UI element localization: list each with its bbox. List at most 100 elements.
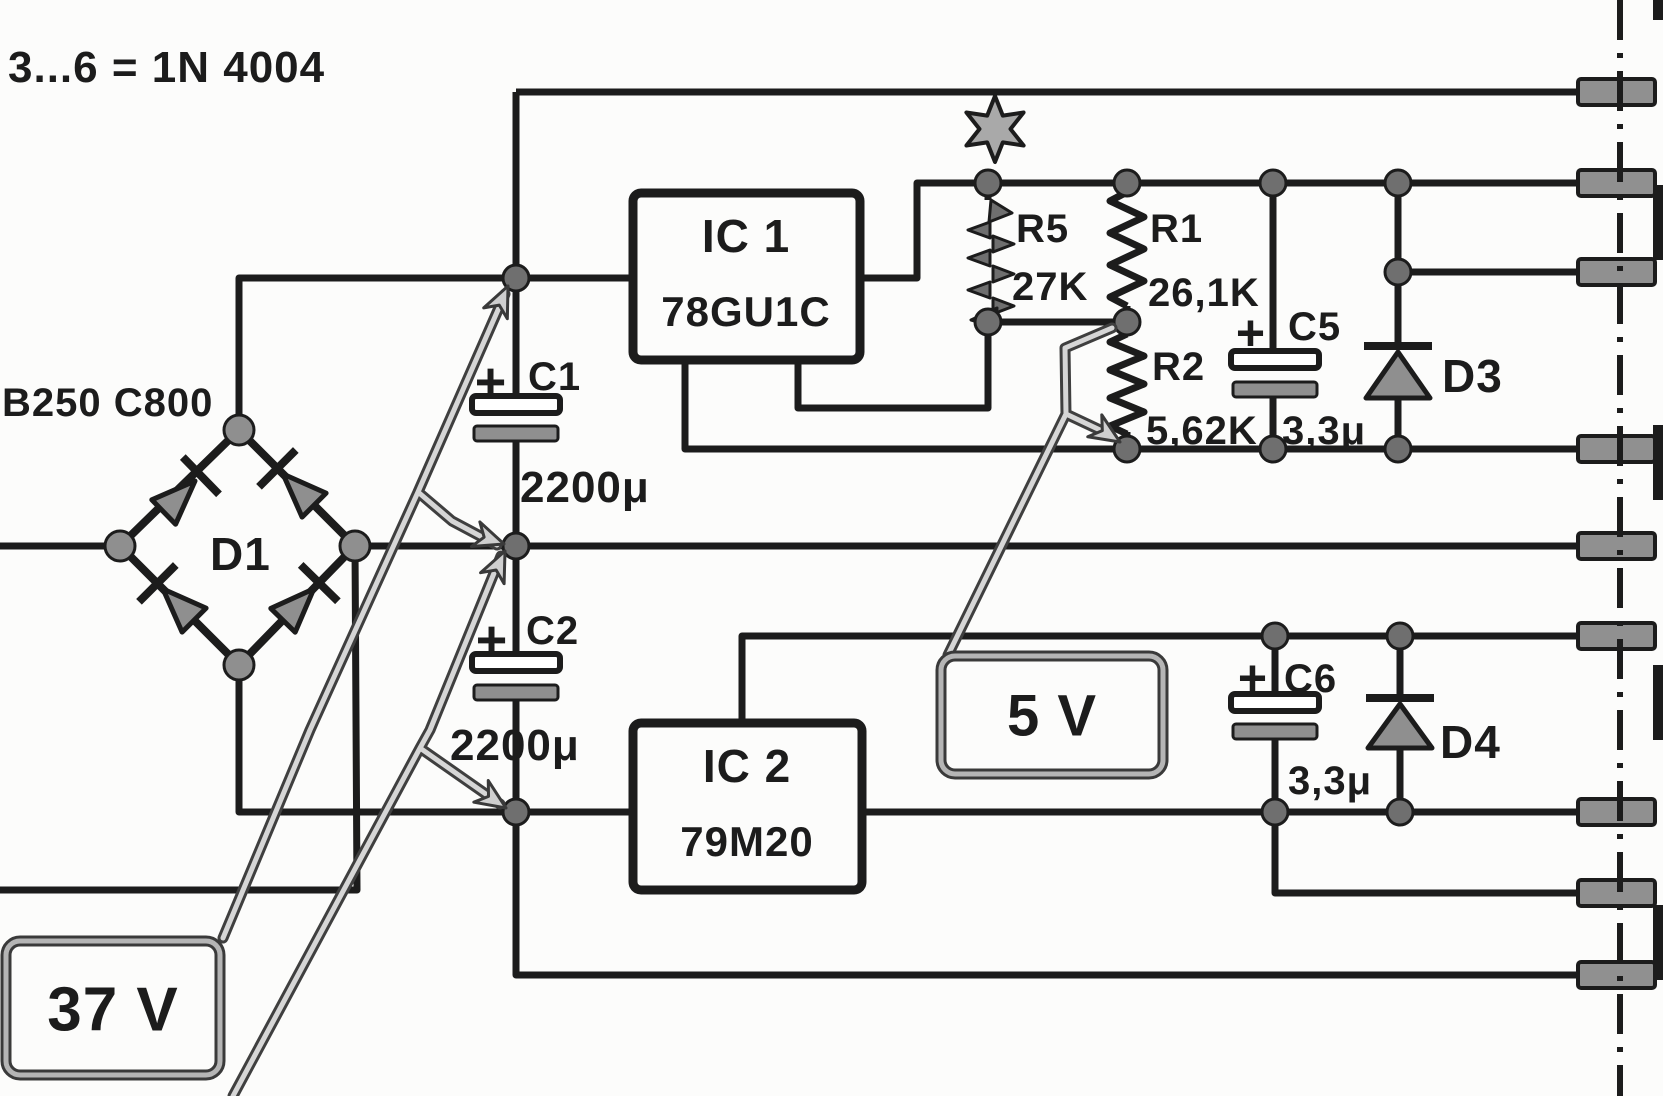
wire-bottom-rail [512, 812, 1600, 979]
junction-dot [1112, 168, 1142, 198]
terminal-pad [1576, 257, 1657, 287]
capacitor-c6 [1228, 691, 1322, 741]
callout-5v-box [935, 650, 1169, 780]
diode-arrow-icon [1365, 701, 1435, 751]
ic1-part-label: 78GU1C [661, 288, 830, 335]
resistor-r1 [1106, 188, 1148, 310]
c2-value-label: 2200μ [450, 721, 580, 770]
callout-line [945, 325, 1115, 658]
wire-ic1-feedback [794, 322, 992, 412]
junction-dot [501, 797, 531, 827]
arrowhead-icon [479, 549, 507, 586]
terminal-pad [1576, 168, 1657, 198]
junction-dots [103, 168, 1415, 827]
arrowhead-icon [469, 520, 506, 549]
c5-polarity-mark: + [1236, 305, 1266, 361]
cap-plate-positive [1228, 691, 1322, 714]
c1-value-label: 2200μ [520, 463, 650, 512]
diode-arrow-icon [280, 471, 329, 520]
c1-ref-label: C1 [528, 355, 581, 399]
callout-arrowheads [469, 284, 1122, 810]
junction-dot [222, 413, 256, 447]
ic1-name-label: IC 1 [702, 210, 790, 262]
wires [0, 88, 1600, 979]
callout-line [220, 291, 508, 1096]
wire-ic2-top [738, 632, 1600, 723]
chevron-icon [966, 248, 992, 268]
callout-5v-lines [942, 322, 1118, 661]
junction-dot [1112, 307, 1142, 337]
junction-dot [501, 263, 531, 293]
callout-roads [217, 288, 1118, 1096]
wire-bridge-top-to-ic1-input [235, 274, 633, 430]
c6-ref-label: C6 [1284, 657, 1337, 701]
d3-ref-label: D3 [1442, 350, 1503, 402]
c6-value-label: 3,3μ [1288, 759, 1372, 803]
chevron-icon [966, 220, 992, 240]
resistor-zigzag [1106, 330, 1148, 438]
diode-d4 [1365, 694, 1435, 751]
chevron-icon [991, 264, 1016, 284]
terminal-pads [1576, 77, 1657, 990]
terminal-pad [1576, 77, 1657, 107]
terminal-pad [1576, 531, 1657, 561]
bridge-ref-label: D1 [210, 528, 271, 580]
c2-ref-label: C2 [526, 609, 579, 653]
diode-bar-icon [136, 562, 179, 605]
d4-ref-label: D4 [1440, 716, 1501, 768]
resistor-zigzag [1106, 188, 1148, 310]
junction-dot [338, 529, 372, 563]
star-icon [964, 94, 1026, 164]
cap-plate-negative [1231, 380, 1319, 399]
bridge-part-label: B250 C800 [2, 381, 213, 425]
c2-polarity-mark: + [476, 610, 509, 670]
cap-plate-negative [1231, 722, 1319, 741]
capacitor-c5 [1228, 348, 1322, 399]
cap-plate-negative [472, 424, 560, 443]
c6-polarity-mark: + [1238, 650, 1268, 706]
diode-arrow-icon [268, 586, 317, 635]
terminal-pad [1576, 960, 1657, 990]
c5-value-label: 3,3μ [1282, 409, 1366, 453]
terminal-pad [1576, 797, 1657, 827]
resistor-r2 [1106, 330, 1148, 438]
callout-5v-label: 5 V [1007, 684, 1097, 749]
junction-dot [1258, 434, 1288, 464]
diode-bar-icon [297, 562, 341, 605]
wire-ac2-leg [0, 545, 361, 894]
arrowhead-icon [472, 779, 508, 810]
callout-37v-box [0, 935, 226, 1081]
r1-ref-label: R1 [1150, 207, 1203, 251]
junction-dot [1260, 797, 1290, 827]
r5-value-label: 27K [1012, 265, 1088, 309]
callout-box-border-highlight [938, 653, 1166, 777]
r2-value-label: 5,62K [1146, 409, 1258, 453]
cap-plate-positive [1228, 348, 1322, 371]
c5-ref-label: C5 [1288, 305, 1341, 349]
junction-dot [1383, 257, 1413, 287]
junction-dot [103, 529, 137, 563]
junction-dot [1385, 797, 1415, 827]
diode-equivalence-note: 3...6 = 1N 4004 [8, 43, 325, 92]
diode-d3 [1363, 342, 1433, 401]
arrowhead-icon [1086, 413, 1122, 444]
ic1-box [628, 188, 865, 365]
cap-plate-positive [469, 651, 563, 674]
wire-ic1-adj-and-lower-rail [681, 360, 1600, 453]
terminal-pad [1576, 878, 1657, 908]
chevron-icon [987, 198, 1014, 224]
ic2-part-label: 79M20 [680, 818, 813, 865]
capacitor-c1 [469, 393, 563, 443]
diode-arrow-icon [149, 478, 198, 527]
diode-bar-icon [179, 454, 222, 498]
junction-dot [1258, 168, 1288, 198]
junction-dot [973, 307, 1003, 337]
c1-polarity-mark: + [475, 352, 508, 412]
r5-ref-label: R5 [1016, 207, 1069, 251]
ic2-name-label: IC 2 [703, 740, 791, 792]
junction-dot [222, 648, 256, 682]
terminal-pad [1576, 434, 1657, 464]
callout-box-border-highlight [3, 938, 223, 1078]
cap-plate-positive [469, 393, 563, 416]
